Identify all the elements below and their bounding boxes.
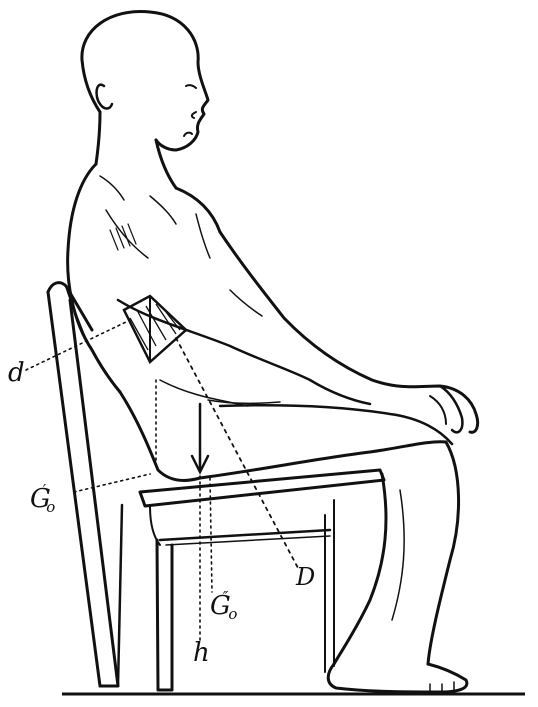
gravity-arrow — [192, 404, 208, 472]
label-D: D — [296, 565, 315, 589]
label-g-double-prime-o: G″o — [210, 590, 237, 622]
seated-man — [68, 12, 478, 692]
label-d: d — [8, 360, 25, 386]
g-prime-leader-line — [74, 474, 150, 492]
d-leader-line — [26, 322, 126, 370]
label-g-prime-mark: ′ — [43, 481, 46, 499]
label-g-double-prime-mark: ″ — [223, 588, 229, 606]
rib-cage-wedge — [124, 296, 186, 362]
label-g-prime-o: G′o — [30, 483, 55, 515]
label-g-prime-sub: o — [46, 498, 55, 516]
label-h: h — [193, 640, 210, 666]
label-g-double-prime-sub: o — [228, 605, 237, 623]
